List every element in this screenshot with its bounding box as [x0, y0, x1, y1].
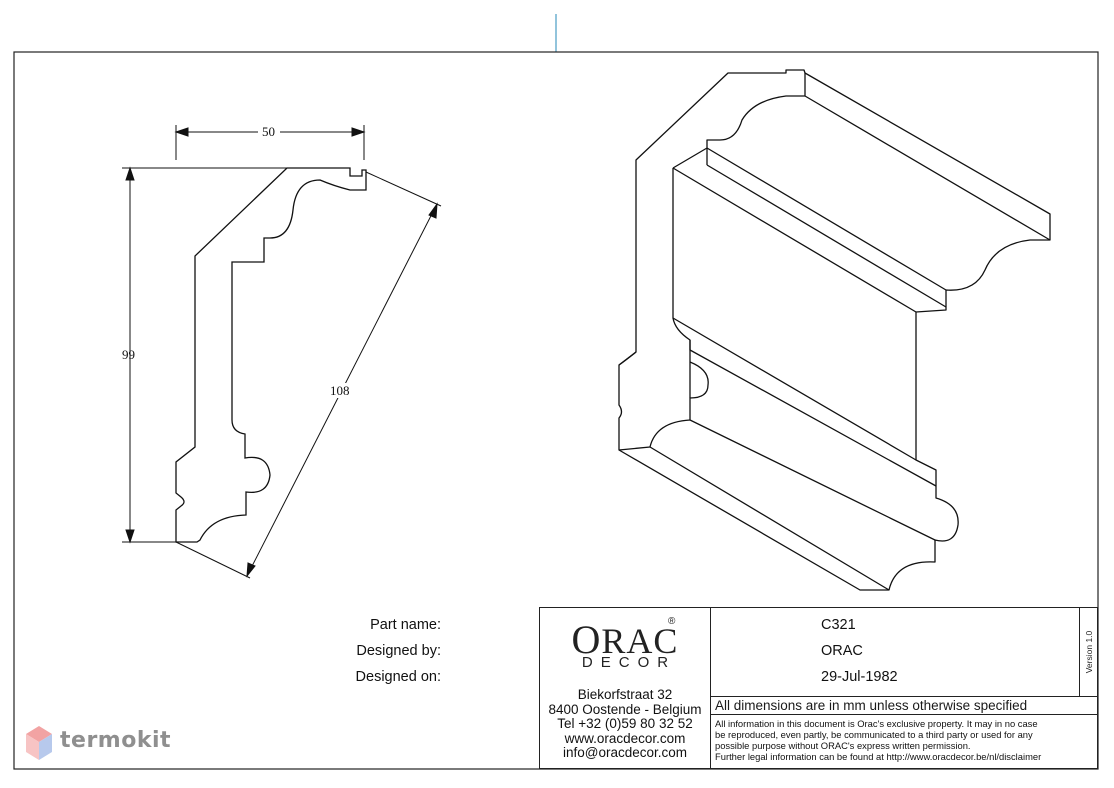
designed-by-label: Designed by:	[356, 643, 441, 659]
address-street: Biekorfstraat 32	[577, 687, 673, 702]
title-block: ORAC ® DECOR Biekorfstraat 32 8400 Ooste…	[356, 607, 1098, 769]
company-logo-panel: ORAC ® DECOR Biekorfstraat 32 8400 Ooste…	[540, 608, 711, 768]
logo-subtitle: DECOR	[581, 654, 677, 671]
logo-letter-o: O	[571, 617, 602, 662]
isometric-view	[618, 69, 1051, 591]
dimension-height-label: 99	[122, 347, 135, 362]
profile-section	[175, 167, 367, 543]
orac-logo: ORAC	[540, 616, 710, 663]
dimension-width-label: 50	[262, 124, 275, 139]
dimensions-note: All dimensions are in mm unless otherwis…	[711, 696, 1097, 715]
part-name-value: C321	[821, 617, 856, 633]
part-name-label: Part name:	[370, 617, 441, 633]
legal-line: All information in this document is Orac…	[715, 718, 1038, 729]
dimension-lines	[122, 125, 442, 579]
legal-notice: All information in this document is Orac…	[715, 718, 1095, 762]
legal-line: be reproduced, even partly, be communica…	[715, 729, 1033, 740]
logo-letters: RAC	[601, 621, 679, 661]
designed-on-label: Designed on:	[355, 669, 441, 685]
address-web[interactable]: www.oracdecor.com	[564, 730, 686, 746]
legal-line[interactable]: Further legal information can be found a…	[715, 751, 1042, 762]
part-info: Part name: C321 Designed by: ORAC Design…	[356, 608, 1080, 697]
cube-icon	[26, 726, 52, 760]
address-email[interactable]: info@oracdecor.com	[562, 745, 687, 760]
version-cell: Version 1.0	[1080, 608, 1097, 697]
address-tel: Tel +32 (0)59 80 32 52	[557, 716, 693, 731]
designed-by-value: ORAC	[821, 643, 863, 659]
legal-line: possible purpose without ORAC's express …	[715, 740, 971, 751]
dimension-diagonal-label: 108	[330, 383, 350, 398]
company-address: Biekorfstraat 32 8400 Oostende - Belgium…	[540, 687, 710, 761]
watermark-text: termokit	[60, 728, 172, 753]
designed-on-value: 29-Jul-1982	[821, 669, 898, 685]
sheet-border	[13, 51, 1099, 770]
address-city: 8400 Oostende - Belgium	[548, 701, 702, 717]
version-label: Version 1.0	[1083, 630, 1094, 674]
registered-mark: ®	[668, 616, 676, 627]
